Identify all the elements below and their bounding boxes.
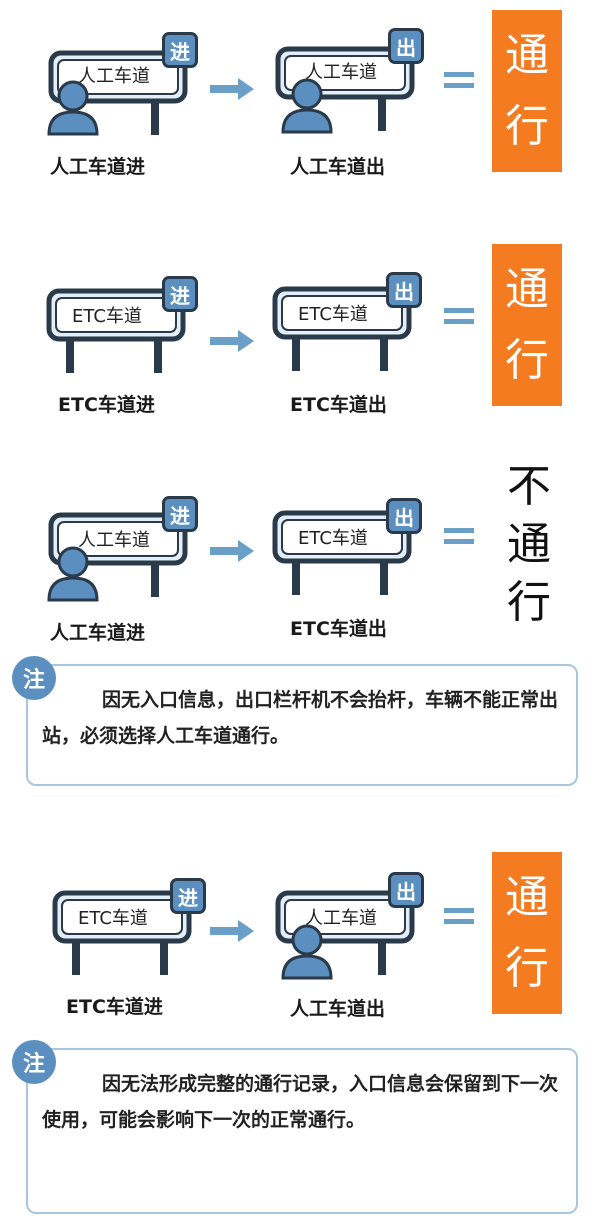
exit-sign: 人工车道	[275, 890, 415, 980]
entry-sign-label: ETC车道	[72, 306, 142, 327]
entry-sign-label: 人工车道	[78, 66, 150, 87]
person-icon	[281, 78, 333, 134]
entry-badge: 进	[162, 276, 198, 312]
person-icon	[47, 80, 99, 136]
equals-sign	[444, 308, 474, 324]
note-text: 因无入口信息，出口栏杆机不会抬杆，车辆不能正常出站，必须选择人工车道通行。	[42, 689, 559, 747]
equals-sign	[444, 908, 474, 924]
result-char: 行	[505, 334, 549, 386]
result-pass: 通 行	[492, 10, 562, 172]
exit-sign-label: ETC车道	[298, 528, 368, 549]
result-char: 通	[505, 263, 549, 315]
entry-caption: 人工车道进	[50, 156, 146, 178]
note-box: 因无法形成完整的通行记录，入口信息会保留到下一次使用，可能会影响下一次的正常通行…	[26, 1048, 578, 1214]
result-char: 不	[507, 461, 551, 512]
entry-caption: ETC车道进	[66, 996, 163, 1018]
exit-badge: 出	[388, 28, 424, 64]
arrow-right-icon	[210, 78, 254, 100]
entry-badge: 进	[162, 496, 198, 532]
result-no-pass: 不 通 行	[494, 458, 564, 632]
entry-sign-label: ETC车道	[78, 908, 148, 929]
note-box: 因无入口信息，出口栏杆机不会抬杆，车辆不能正常出站，必须选择人工车道通行。	[26, 664, 578, 786]
arrow-right-icon	[210, 540, 254, 562]
exit-sign-label: 人工车道	[305, 908, 377, 929]
entry-badge: 进	[162, 32, 198, 68]
exit-caption: 人工车道出	[290, 156, 386, 178]
exit-caption: ETC车道出	[290, 618, 387, 640]
exit-sign: ETC车道	[272, 286, 412, 376]
note-label: 注	[12, 656, 56, 700]
exit-sign-label: 人工车道	[305, 62, 377, 83]
equals-sign	[444, 528, 474, 544]
entry-badge: 进	[170, 878, 206, 914]
result-char: 通	[505, 29, 549, 81]
result-char: 通	[505, 871, 549, 923]
exit-badge: 出	[386, 272, 422, 308]
exit-badge: 出	[388, 872, 424, 908]
exit-sign: ETC车道	[272, 510, 412, 600]
result-char: 行	[507, 577, 551, 628]
exit-caption: 人工车道出	[290, 998, 386, 1020]
result-pass: 通 行	[492, 244, 562, 406]
equals-sign	[444, 72, 474, 88]
exit-badge: 出	[386, 498, 422, 534]
result-char: 行	[505, 100, 549, 152]
exit-caption: ETC车道出	[290, 394, 387, 416]
entry-sign-label: 人工车道	[78, 530, 150, 551]
note-text: 因无法形成完整的通行记录，入口信息会保留到下一次使用，可能会影响下一次的正常通行…	[42, 1073, 559, 1131]
result-char: 行	[505, 942, 549, 994]
entry-sign: 人工车道	[48, 512, 188, 602]
exit-sign-label: ETC车道	[298, 304, 368, 325]
result-pass: 通 行	[492, 852, 562, 1014]
entry-sign: ETC车道	[52, 890, 192, 980]
entry-sign: ETC车道	[46, 288, 186, 378]
note-label: 注	[12, 1040, 56, 1084]
arrow-right-icon	[210, 330, 254, 352]
entry-caption: 人工车道进	[50, 622, 146, 644]
person-icon	[47, 546, 99, 602]
person-icon	[281, 924, 333, 980]
arrow-right-icon	[210, 920, 254, 942]
entry-caption: ETC车道进	[58, 394, 155, 416]
result-char: 通	[507, 519, 551, 570]
